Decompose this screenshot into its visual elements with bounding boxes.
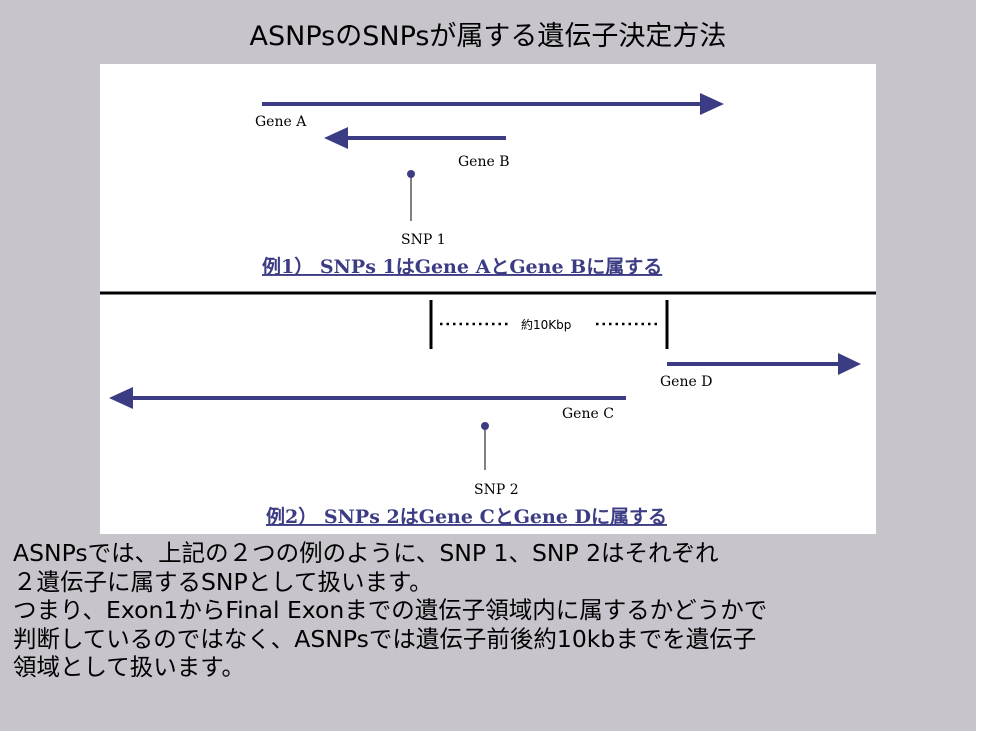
gene-a-label: Gene A [255,114,307,130]
snp-1-label: SNP 1 [401,232,446,248]
explanation-line: ASNPsでは、上記の２つの例のように、SNP 1、SNP 2はそれぞれ [13,539,719,567]
explanation-text: ASNPsでは、上記の２つの例のように、SNP 1、SNP 2はそれぞれ ２遺伝… [13,539,973,682]
gene-b-label: Gene B [458,154,510,170]
gene-b-arrow [324,127,506,149]
explanation-line: 領域として扱います。 [13,653,245,681]
gene-d-arrow [667,353,861,375]
distance-bracket [429,300,669,349]
explanation-line: つまり、Exon1からFinal Exonまでの遺伝子領域内に属するかどうかで [13,596,768,624]
distance-label: 約10Kbp [521,317,571,332]
gene-c-label: Gene C [562,406,614,422]
snp-2-marker [481,422,489,470]
snp-1-marker [407,170,415,221]
example-1-caption: 例1） SNPs 1はGene AとGene Bに属する [262,255,662,278]
example-2-caption: 例2） SNPs 2はGene CとGene Dに属する [266,505,667,528]
explanation-line: 判断しているのではなく、ASNPsでは遺伝子前後約10kbまでを遺伝子 [13,624,757,653]
example-2: 約10Kbp Gene D Gene C SNP 2 例2） SNPs 2はGe… [109,300,861,528]
example-1: Gene A Gene B SNP 1 例1） SNPs 1はGene AとGe… [255,93,724,278]
explanation-line: ２遺伝子に属するSNPとして扱います。 [13,567,433,596]
gene-a-arrow [262,93,724,115]
gene-d-label: Gene D [660,374,712,390]
diagram-panel: Gene A Gene B SNP 1 例1） SNPs 1はGene AとGe… [100,64,876,534]
gene-diagram: Gene A Gene B SNP 1 例1） SNPs 1はGene AとGe… [100,93,876,528]
gene-c-arrow [109,387,626,409]
slide-title: ASNPsのSNPsが属する遺伝子決定方法 [249,21,727,52]
snp-2-label: SNP 2 [474,482,519,498]
